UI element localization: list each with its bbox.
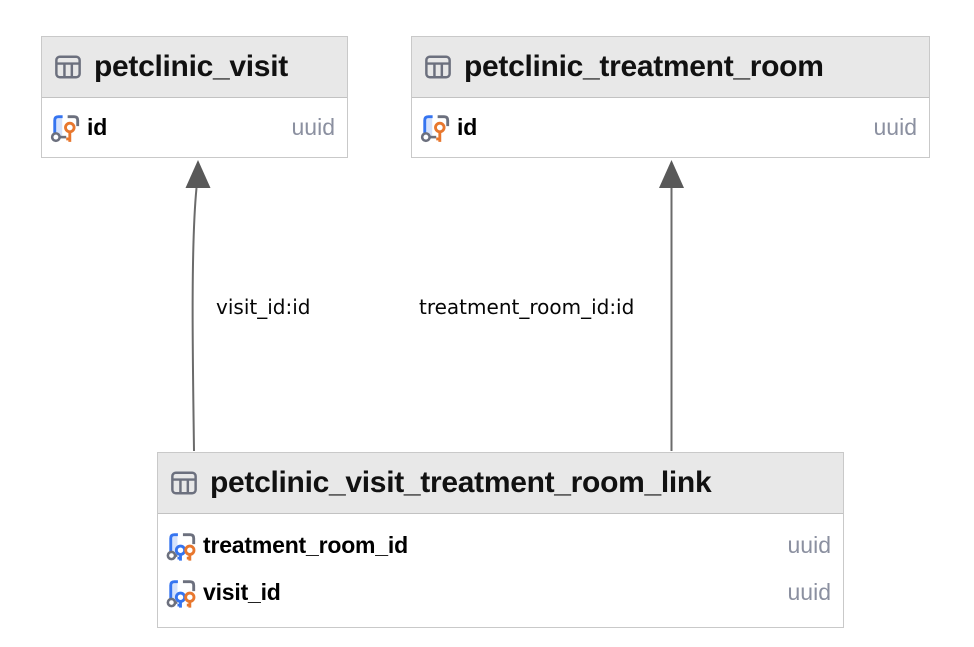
column-row-id[interactable]: id uuid xyxy=(412,98,929,157)
table-node-petclinic-visit[interactable]: petclinic_visit id uuid xyxy=(41,36,348,158)
table-title: petclinic_visit xyxy=(94,50,288,83)
column-name: id xyxy=(457,114,478,140)
table-header[interactable]: petclinic_visit_treatment_room_link xyxy=(158,453,843,514)
column-name: visit_id xyxy=(203,579,281,605)
column-two-keys-icon xyxy=(166,533,196,561)
table-header[interactable]: petclinic_treatment_room xyxy=(412,37,929,98)
table-icon xyxy=(171,471,197,495)
column-type: uuid xyxy=(291,114,335,140)
column-row-id[interactable]: id uuid xyxy=(42,98,347,157)
column-row-visit-id[interactable]: visit_id uuid xyxy=(158,569,843,616)
table-title: petclinic_treatment_room xyxy=(464,50,824,83)
table-node-petclinic-visit-treatment-room-link[interactable]: petclinic_visit_treatment_room_link trea… xyxy=(157,452,844,628)
table-title: petclinic_visit_treatment_room_link xyxy=(210,466,712,499)
table-icon xyxy=(55,55,81,79)
table-node-petclinic-treatment-room[interactable]: petclinic_treatment_room id uuid xyxy=(411,36,930,158)
column-type: uuid xyxy=(787,579,831,605)
column-row-treatment-room-id[interactable]: treatment_room_id uuid xyxy=(158,522,843,569)
column-primary-key-icon xyxy=(420,115,450,143)
column-two-keys-icon xyxy=(166,580,196,608)
column-name: id xyxy=(87,114,108,140)
table-header[interactable]: petclinic_visit xyxy=(42,37,347,98)
column-name: treatment_room_id xyxy=(203,532,408,558)
table-icon xyxy=(425,55,451,79)
edge-label-visit-id: visit_id:id xyxy=(216,295,311,319)
column-type: uuid xyxy=(787,532,831,558)
column-type: uuid xyxy=(873,114,917,140)
arrowhead-icon xyxy=(185,160,211,188)
column-primary-key-icon xyxy=(50,115,80,143)
edge-treatment-room-id[interactable] xyxy=(659,160,684,451)
edge-visit-id[interactable] xyxy=(185,160,211,452)
edge-label-treatment-room-id: treatment_room_id:id xyxy=(419,295,635,319)
arrowhead-icon xyxy=(659,160,684,188)
